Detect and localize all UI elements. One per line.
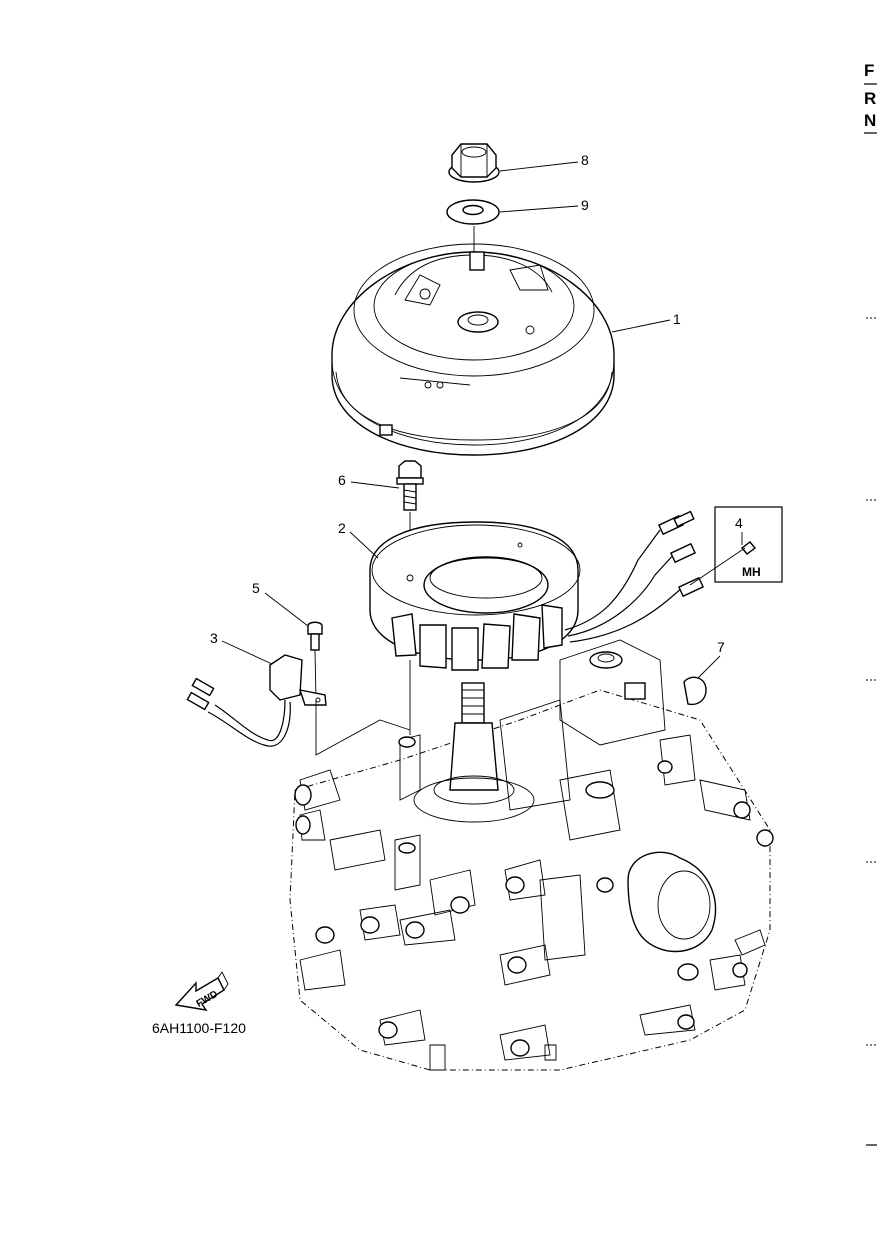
callout-3: 3 [210,630,218,646]
stator-wire-harness [564,510,705,643]
callout-numbers: 1 2 3 4 5 6 7 8 9 [210,152,743,655]
figure-code: 6AH1100-F120 [152,1020,246,1036]
stator-coils [391,604,563,671]
callout-6: 6 [338,472,346,488]
callout-5: 5 [252,580,260,596]
edge-letter-f: F [864,61,874,80]
part-9-washer [446,199,500,225]
part-3-pulser-coil [186,654,327,747]
callout-2: 2 [338,520,346,536]
part-8-flange-nut [448,143,500,183]
callout-7: 7 [717,639,725,655]
edge-letter-n: N [864,111,876,130]
part-7-woodruff-key [683,676,707,706]
callout-9: 9 [581,197,589,213]
leader-lines [221,161,746,679]
crankcase-block [289,639,774,1071]
edge-index-markers: F R N [864,61,877,1146]
callout-4: 4 [735,515,743,531]
part-5-screw [307,621,323,651]
callout-1: 1 [673,311,681,327]
part-1-flywheel-magneto [331,243,615,456]
callout-8: 8 [581,152,589,168]
part-6-bolt [396,460,424,511]
detail-box-mh: MH [714,506,783,583]
fwd-arrow-icon: FWD [174,971,229,1011]
part-2-stator-assembly [369,521,581,671]
detail-box-label: MH [742,565,761,579]
edge-letter-r: R [864,89,876,108]
